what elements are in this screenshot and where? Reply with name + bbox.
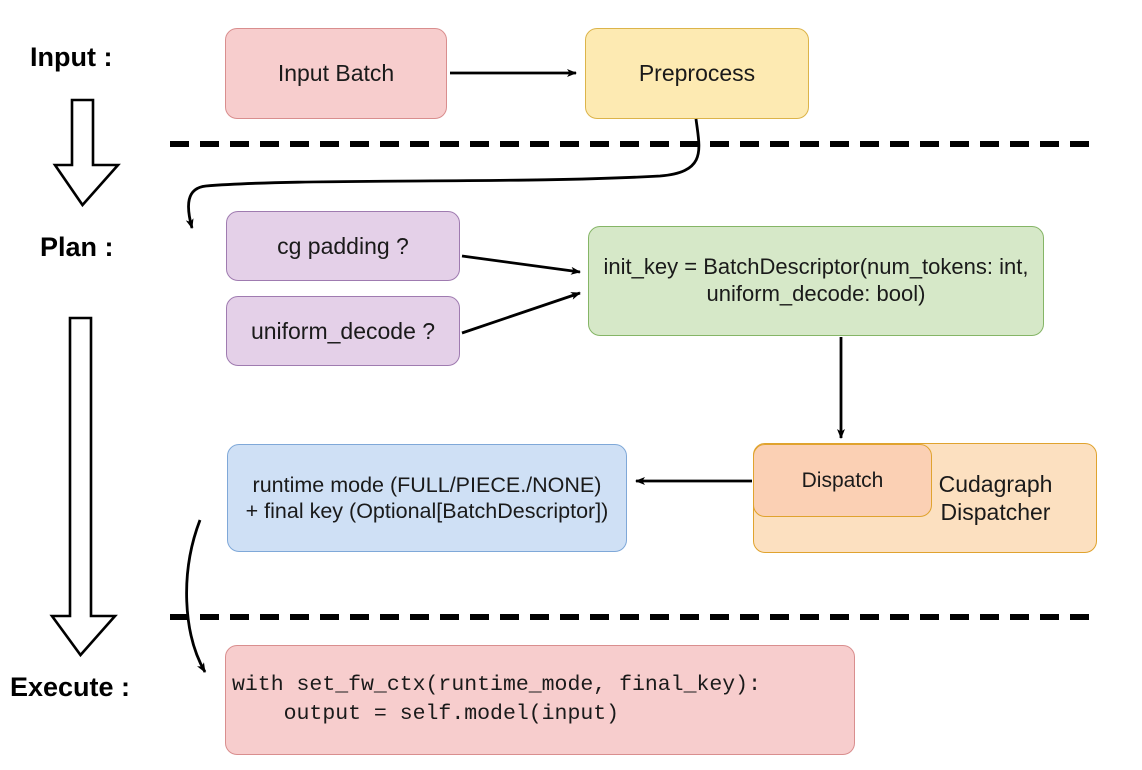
node-dispatch[interactable]: Dispatch xyxy=(753,444,932,517)
node-code-block-line1: with set_fw_ctx(runtime_mode, final_key)… xyxy=(232,672,761,697)
node-uniform-decode[interactable]: uniform_decode ? xyxy=(226,296,460,366)
node-cg-padding-label: cg padding ? xyxy=(277,232,409,259)
node-uniform-decode-label: uniform_decode ? xyxy=(250,317,436,344)
node-init-key-line2: uniform_decode: bool) xyxy=(706,281,926,306)
node-init-key-text: init_key = BatchDescriptor(num_tokens: i… xyxy=(596,254,1037,308)
node-cudagraph-dispatcher-line1: Cudagraph xyxy=(938,470,1053,497)
phase-label-execute: Execute : xyxy=(10,672,131,702)
node-input-batch[interactable]: Input Batch xyxy=(225,28,447,119)
phase-flow-arrow-input-to-plan xyxy=(52,98,121,208)
node-code-block[interactable]: with set_fw_ctx(runtime_mode, final_key)… xyxy=(225,645,855,755)
node-runtime-mode-line2: + final key (Optional[BatchDescriptor]) xyxy=(245,499,609,523)
node-input-batch-label: Input Batch xyxy=(277,60,395,87)
node-code-block-text: with set_fw_ctx(runtime_mode, final_key)… xyxy=(226,671,769,729)
node-runtime-mode[interactable]: runtime mode (FULL/PIECE./NONE) + final … xyxy=(227,444,627,552)
node-preprocess-label: Preprocess xyxy=(638,60,756,87)
edge-cg-padding-to-init-key xyxy=(461,254,581,275)
edge-runtime-mode-to-code-block xyxy=(185,519,207,673)
node-runtime-mode-text: runtime mode (FULL/PIECE./NONE) + final … xyxy=(238,472,617,524)
phase-flow-arrow-plan-to-execute xyxy=(49,316,118,658)
phase-label-plan: Plan : xyxy=(40,232,114,262)
node-cudagraph-dispatcher-line2: Dispatcher xyxy=(940,499,1051,525)
node-init-key-line1: init_key = BatchDescriptor(num_tokens: i… xyxy=(603,254,1029,280)
node-dispatch-label: Dispatch xyxy=(801,468,884,492)
phase-label-input: Input : xyxy=(30,42,113,72)
node-init-key[interactable]: init_key = BatchDescriptor(num_tokens: i… xyxy=(588,226,1044,336)
node-runtime-mode-line1: runtime mode (FULL/PIECE./NONE) xyxy=(252,472,602,497)
node-preprocess[interactable]: Preprocess xyxy=(585,28,809,119)
edge-uniform-decode-to-init-key xyxy=(461,291,581,335)
node-cg-padding[interactable]: cg padding ? xyxy=(226,211,460,281)
node-cudagraph-dispatcher-text: Cudagraph Dispatcher xyxy=(895,470,1096,526)
node-code-block-line2: output = self.model(input) xyxy=(232,702,620,726)
